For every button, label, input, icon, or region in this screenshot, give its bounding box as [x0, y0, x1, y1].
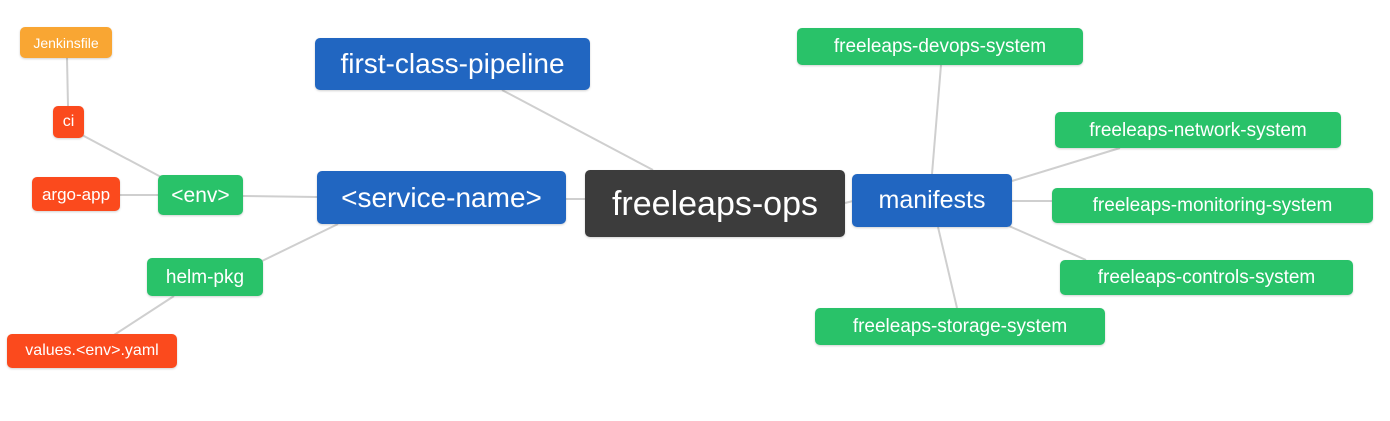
node-values-env-yaml[interactable]: values.<env>.yaml: [7, 334, 177, 368]
edge-helm-pkg-values-env-yaml: [113, 295, 175, 336]
node-argo-app[interactable]: argo-app: [32, 177, 120, 211]
node-devops-system[interactable]: freeleaps-devops-system: [797, 28, 1083, 65]
node-controls-system[interactable]: freeleaps-controls-system: [1060, 260, 1353, 295]
node-manifests[interactable]: manifests: [852, 174, 1012, 227]
edge-manifests-storage-system: [937, 226, 958, 309]
edge-env-service-name: [242, 195, 318, 198]
node-helm-pkg[interactable]: helm-pkg: [147, 258, 263, 296]
edge-ci-env: [81, 134, 162, 178]
node-ci[interactable]: ci: [53, 106, 84, 138]
edge-manifests-controls-system: [1008, 225, 1087, 261]
node-env[interactable]: <env>: [158, 175, 243, 215]
edge-jenkinsfile-ci: [66, 57, 69, 107]
node-monitoring-system[interactable]: freeleaps-monitoring-system: [1052, 188, 1373, 223]
node-jenkinsfile[interactable]: Jenkinsfile: [20, 27, 112, 58]
edge-manifests-devops-system: [931, 64, 942, 175]
edge-service-name-helm-pkg: [261, 223, 339, 262]
node-network-system[interactable]: freeleaps-network-system: [1055, 112, 1341, 148]
node-first-class-pipeline[interactable]: first-class-pipeline: [315, 38, 590, 90]
node-storage-system[interactable]: freeleaps-storage-system: [815, 308, 1105, 345]
node-freeleaps-ops[interactable]: freeleaps-ops: [585, 170, 845, 237]
node-service-name[interactable]: <service-name>: [317, 171, 566, 224]
edge-freeleaps-ops-manifests: [844, 200, 854, 204]
edge-manifests-network-system: [1011, 147, 1121, 182]
edge-first-class-pipeline-freeleaps-ops: [501, 89, 654, 171]
